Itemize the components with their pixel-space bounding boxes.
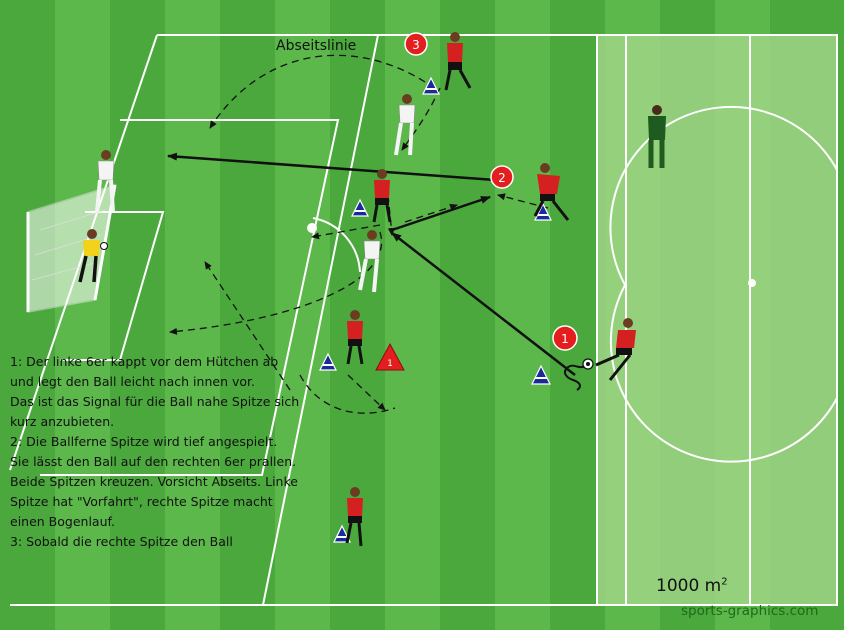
svg-text:2: 2 [498,171,506,185]
player-icon [372,169,392,223]
cone-icon [422,76,440,95]
cone-icon [531,364,551,385]
description-line: Das ist das Signal für die Ball nahe Spi… [10,394,300,429]
player-icon [533,163,570,221]
credit-label: sports-graphics.com [681,603,819,619]
player-icon [358,230,381,293]
marker-triangle-icon: 1 [375,342,405,371]
cone-icon [534,202,552,221]
step-marker: 2 [490,165,514,189]
cone-icon [319,352,337,371]
description-line: 1: Der linke 6er kappt vor dem Hütchen a… [10,354,279,389]
goalkeeper-icon [78,229,108,283]
svg-text:3: 3 [412,38,420,52]
description-line: 3: Sobald die rechte Spitze den Ball [10,534,233,549]
svg-text:1: 1 [561,332,569,346]
offside-line-label: Abseitslinie [276,38,357,54]
player-icon [444,32,472,91]
drill-description: 1: Der linke 6er kappt vor dem Hütchen a… [10,352,300,552]
player-icon [394,94,416,156]
player-icon [346,310,364,365]
field-markings [9,34,838,606]
player-icon [95,150,115,213]
area-exponent: 2 [721,576,728,588]
step-marker: 1 [552,325,578,351]
cone-icon [351,198,369,217]
referee-icon [648,105,666,168]
pass-arrows [167,152,576,376]
ball-icon [582,358,594,370]
svg-text:1: 1 [387,359,393,369]
player-icon [345,487,363,547]
description-line: 2: Die Ballferne Spitze wird tief angesp… [10,434,298,529]
dribble-path [563,364,586,391]
step-marker: 3 [404,32,428,56]
area-value: 1000 m [656,576,722,596]
player-icon [595,318,636,381]
drill-zone [597,35,837,605]
cone-icon [333,524,351,543]
area-label: 1000 m2 [656,576,728,596]
